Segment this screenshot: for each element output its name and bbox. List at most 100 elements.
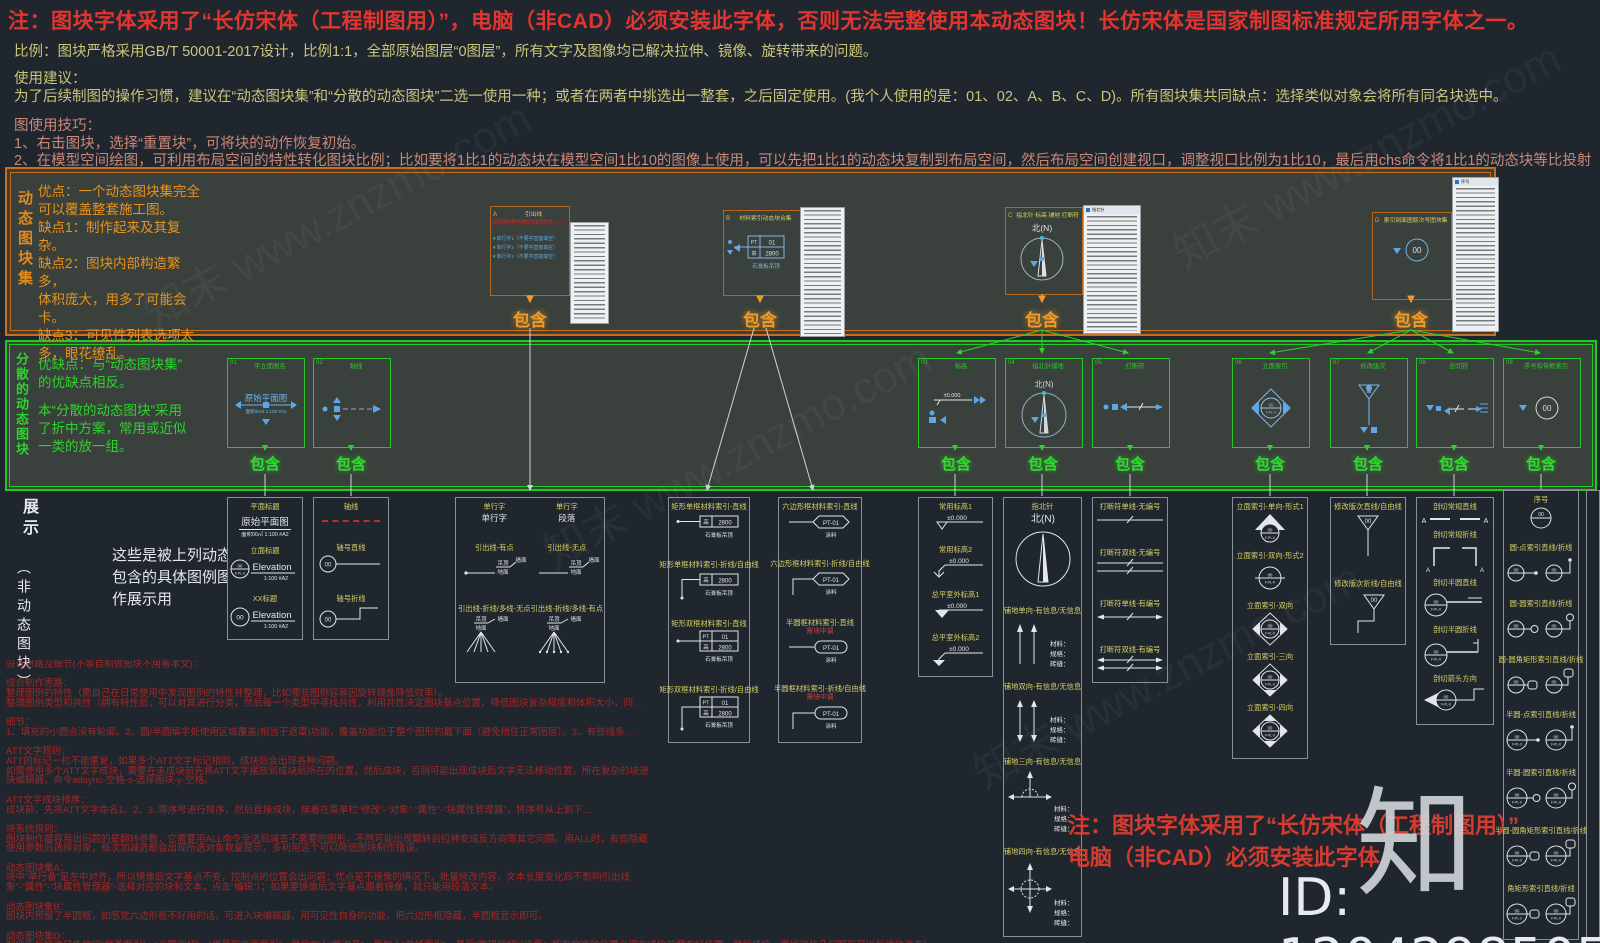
contains-label: 包含 [335, 456, 366, 473]
svg-text:规格：: 规格： [1054, 814, 1074, 823]
legend-item-label: 半圆框材料索引-折线/自由线 [773, 684, 867, 693]
legend-item: 引出线-折线/多线-无点吊顶地面墙面 [458, 604, 531, 661]
contains-label: 包含 [1525, 456, 1556, 473]
list-rows[interactable] [1087, 216, 1137, 331]
list-item-selected[interactable]: 指北针 [1084, 206, 1140, 214]
block-number: 01 [230, 360, 237, 366]
svg-text:地面: 地面 [570, 568, 582, 576]
block-title: 引出线 [524, 212, 543, 218]
svg-text:F-PL-0: F-PL-0 [1431, 607, 1441, 611]
svg-text:F-PL-0: F-PL-0 [235, 571, 245, 575]
font-warning-note-bottom: 注：图块字体采用了“长仿宋体（工程制图用）” 电脑（非CAD）必须安装此字体 [1068, 813, 1520, 870]
visibility-list-A[interactable] [570, 222, 609, 324]
svg-text:F-PL-0: F-PL-0 [1551, 859, 1561, 863]
tips-title: 图使用技巧： [14, 118, 101, 134]
contains-label: 包含 [743, 311, 777, 330]
scatter-block-02: 02 轴线 [313, 358, 391, 448]
legend-item-label: 打断符双线-有编号 [1099, 644, 1161, 654]
svg-text:石膏板吊顶: 石膏板吊顶 [705, 655, 733, 663]
block-title: 平立面图名 [254, 363, 286, 370]
contains-label: 包含 [940, 456, 971, 473]
svg-text:PT: PT [702, 635, 710, 641]
legend-item-label: 半圆-圆角矩形索引直线/折线 [1494, 826, 1588, 836]
legend-item: 打断符双线-有编号 [1095, 645, 1165, 678]
svg-text:F-PL-0: F-PL-0 [1551, 916, 1561, 920]
block-number: 08 [1419, 360, 1426, 366]
svg-text:00: 00 [1514, 567, 1519, 572]
legend-item-icon: 00 [316, 553, 386, 580]
contains-label: 包含 [1254, 456, 1285, 473]
svg-text:墙面: 墙面 [498, 615, 510, 623]
list-rows[interactable] [804, 210, 841, 334]
svg-text:石膏板吊顶: 石膏板吊顶 [705, 589, 733, 597]
svg-text:00: 00 [1554, 908, 1559, 913]
block-warning: 动态图块集中的此功能不完善 [493, 219, 567, 225]
legend-item-label: 立面索引-三向 [1246, 651, 1294, 661]
scatter-vertical-label: 分散的动态图块 [14, 352, 29, 457]
legend-item-label: XX标题 [252, 594, 278, 603]
legend-panel-7: 指北针北(N)铺地单向-有信息/无信息材料：规格：砖缝：铺地双向-有信息/无信息… [1003, 497, 1082, 937]
legend-item-label: 矩形双框材料索引-折线/自由线 [659, 684, 759, 694]
block-title: 修改版次 [1360, 363, 1386, 370]
svg-text:材料：: 材料： [1054, 898, 1074, 907]
legend-item-label: 矩形单框材料索引-折线/自由线 [659, 559, 759, 569]
legend-item-icon: 材料：规格：砖缝： [1006, 692, 1080, 749]
legend-item: 轴线 [316, 502, 386, 528]
scatter-block-03: 03 标高 ±0.000 [918, 358, 996, 448]
svg-text:00: 00 [1543, 404, 1552, 413]
legend-item-label: 单行字 [483, 502, 506, 511]
svg-text:砖缝：: 砖缝： [1050, 735, 1070, 744]
display-vertical-label-2: （非动态图块） [16, 560, 32, 693]
svg-text:砖缝：: 砖缝： [1050, 659, 1070, 668]
scatter-block-01: 01 平立面图名 原始平面图面积00㎡ 1:100 #A2 [227, 358, 305, 448]
visibility-list-B[interactable] [800, 207, 845, 337]
legend-item: 铺地双向-有信息/无信息材料：规格：砖缝： [1004, 682, 1081, 749]
svg-text:F-PL-0: F-PL-0 [1265, 581, 1275, 585]
svg-text:±0.000: ±0.000 [944, 393, 961, 399]
svg-text:00: 00 [325, 562, 332, 568]
legend-item-label: 铺地单向-有信息/无信息 [1003, 605, 1082, 615]
svg-text:00: 00 [1268, 528, 1273, 533]
contains-label: 包含 [1394, 311, 1428, 330]
legend-item-icon [1095, 512, 1165, 531]
visibility-list-D[interactable]: 序号 [1452, 177, 1499, 332]
legend-item: 引出线-有点吊顶地面墙面 [461, 543, 527, 586]
scale-note: 比例：图块严格采用GB/T 50001-2017设计，比例1:1，全部原始图层“… [14, 44, 878, 60]
list-rows[interactable] [1456, 188, 1495, 329]
contains-label: 包含 [513, 311, 547, 330]
svg-text:F-PL-0: F-PL-0 [1431, 658, 1441, 662]
contains-label: 包含 [1027, 456, 1058, 473]
svg-text:00: 00 [1371, 598, 1378, 604]
legend-panel-3: 单行字单行字单行字段落引出线-有点吊顶地面墙面引出线-无点吊顶地面墙面引出线-折… [455, 497, 605, 683]
list-item-selected[interactable]: 序号 [1453, 178, 1498, 186]
svg-text:00: 00 [1268, 573, 1273, 578]
legend-item-label: 铺地四向-有信息/无信息 [1003, 847, 1082, 856]
att-text-lines: ▾单行字1（不要字直接填空）▾单行字2（不要字直接填空）▾单行字3（不要字直接填… [493, 236, 558, 260]
list-rows[interactable] [574, 225, 605, 321]
legend-item: 铺地四向-有信息/无信息材料：规格：砖缝： [1003, 847, 1082, 932]
block-title: 标高 [954, 363, 968, 370]
legend-item-label: 常用标高2 [938, 545, 973, 554]
visibility-list-C[interactable]: 指北针 [1083, 205, 1141, 334]
svg-text:00: 00 [1538, 512, 1544, 518]
svg-text:±0.000: ±0.000 [949, 558, 969, 565]
legend-item-label: 剖切半圆折线 [1433, 625, 1477, 635]
block-title: 索引剖面图版次号图块集 [1383, 218, 1448, 224]
